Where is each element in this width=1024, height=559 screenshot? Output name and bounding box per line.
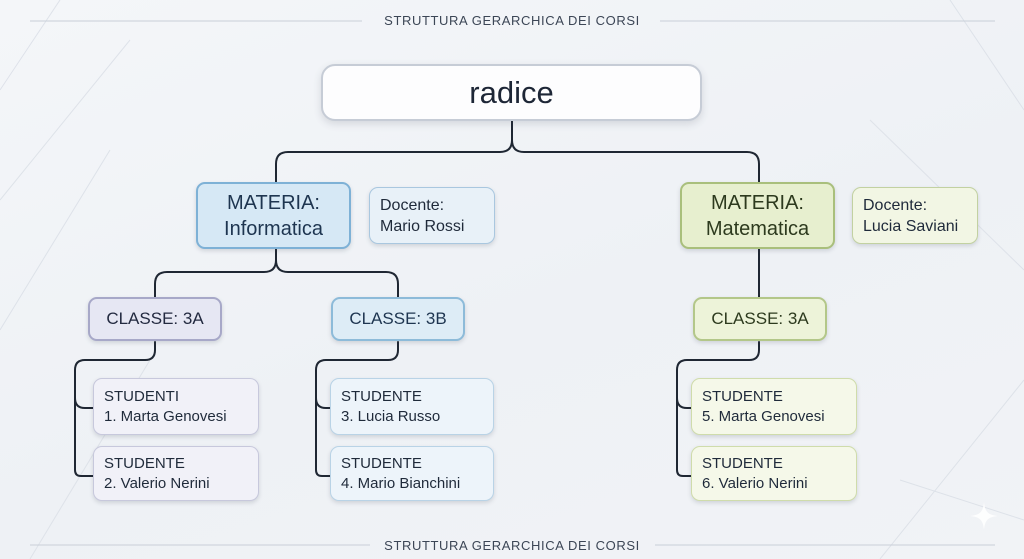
student-name: 5. Marta Genovesi	[702, 407, 825, 425]
student-node: STUDENTE 6. Valerio Nerini	[691, 446, 857, 501]
root-node: radice	[321, 64, 702, 121]
tree-connectors	[74, 119, 760, 477]
student-name: 2. Valerio Nerini	[104, 474, 210, 492]
class-node-matematica-3a: CLASSE: 3A	[693, 297, 827, 341]
student-node: STUDENTE 5. Marta Genovesi	[691, 378, 857, 435]
student-name: 6. Valerio Nerini	[702, 474, 808, 492]
student-node: STUDENTI 1. Marta Genovesi	[93, 378, 259, 435]
class-label: CLASSE: 3A	[711, 309, 809, 328]
student-label-prefix: STUDENTE	[341, 454, 422, 472]
class-label: CLASSE: 3B	[349, 309, 447, 328]
student-label-prefix: STUDENTE	[104, 454, 185, 472]
class-label: CLASSE: 3A	[106, 309, 204, 328]
subject-node-matematica: MATERIA: Matematica	[680, 182, 835, 249]
teacher-label-prefix: Docente:	[380, 196, 445, 214]
class-node-informatica-3a: CLASSE: 3A	[88, 297, 222, 341]
caption-bottom: STRUTTURA GERARCHICA DEI CORSI	[384, 538, 640, 553]
student-label-prefix: STUDENTE	[702, 387, 783, 405]
student-node: STUDENTE 3. Lucia Russo	[330, 378, 494, 435]
teacher-node-informatica: Docente: Mario Rossi	[369, 187, 495, 244]
student-node: STUDENTE 2. Valerio Nerini	[93, 446, 259, 501]
subject-label-name: Matematica	[705, 217, 810, 240]
root-label: radice	[469, 74, 554, 110]
caption-top: STRUTTURA GERARCHICA DEI CORSI	[384, 13, 640, 28]
subject-label-prefix: MATERIA:	[227, 191, 320, 214]
student-name: 1. Marta Genovesi	[104, 407, 227, 425]
teacher-node-matematica: Docente: Lucia Saviani	[852, 187, 978, 244]
student-label-prefix: STUDENTE	[341, 387, 422, 405]
sparkle-icon	[970, 502, 998, 530]
subject-node-informatica: MATERIA: Informatica	[196, 182, 351, 249]
student-node: STUDENTE 4. Mario Bianchini	[330, 446, 494, 501]
class-node-informatica-3b: CLASSE: 3B	[331, 297, 465, 341]
student-name: 4. Mario Bianchini	[341, 474, 461, 492]
subject-label-name: Informatica	[224, 217, 323, 240]
student-label-prefix: STUDENTE	[702, 454, 783, 472]
subject-label-prefix: MATERIA:	[711, 191, 804, 214]
teacher-label-prefix: Docente:	[863, 196, 928, 214]
student-name: 3. Lucia Russo	[341, 407, 441, 425]
student-label-prefix: STUDENTI	[104, 387, 179, 405]
teacher-label-name: Mario Rossi	[380, 217, 465, 235]
teacher-label-name: Lucia Saviani	[863, 217, 959, 235]
